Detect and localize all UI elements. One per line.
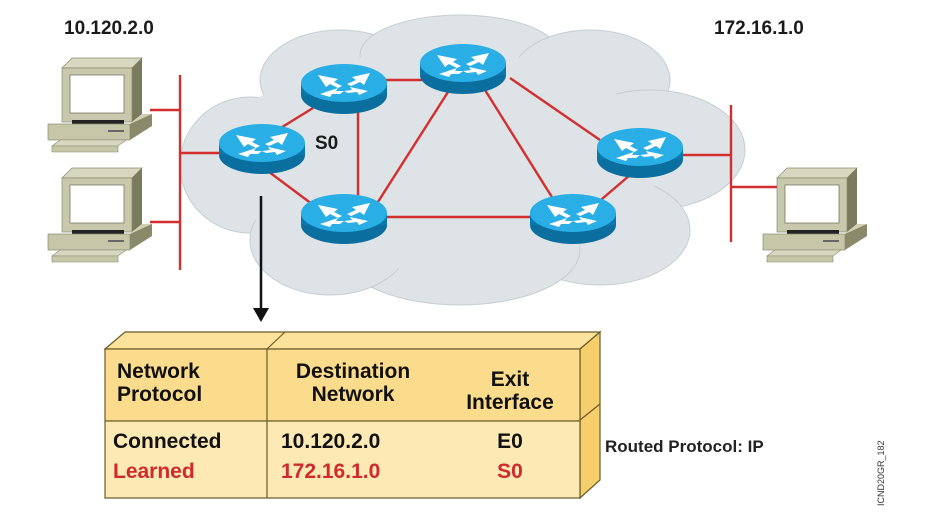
router-icon — [420, 44, 506, 94]
router-icon — [597, 128, 683, 178]
header-destination-line2: Network — [311, 383, 395, 406]
interface-label-s0: S0 — [315, 133, 339, 154]
router-icon — [530, 194, 616, 244]
routing-table-box — [103, 330, 602, 500]
network-label-right: 172.16.1.0 — [714, 18, 804, 39]
header-exit: Exit Interface — [444, 368, 576, 414]
row-connected-exit: E0 — [497, 430, 523, 453]
row-learned-destination: 172.16.1.0 — [281, 460, 381, 483]
routed-protocol-label: Routed Protocol: IP — [605, 437, 764, 456]
header-exit-line2: Interface — [466, 391, 554, 414]
computer-icon — [762, 167, 868, 263]
header-destination: Destination Network — [272, 360, 434, 406]
figure-id: ICND20GR_182 — [876, 440, 886, 506]
header-protocol: Network Protocol — [117, 360, 202, 406]
header-protocol-line2: Protocol — [117, 383, 203, 406]
header-exit-line1: Exit — [490, 368, 530, 391]
network-label-left: 10.120.2.0 — [64, 18, 154, 39]
row-connected-destination: 10.120.2.0 — [281, 430, 381, 453]
router-icon — [301, 64, 387, 114]
row-connected-protocol: Connected — [113, 430, 222, 453]
row-learned-exit: S0 — [497, 460, 523, 483]
router-icon — [301, 194, 387, 244]
computer-icon — [47, 167, 153, 263]
router-icon — [219, 124, 305, 174]
header-protocol-line1: Network — [117, 360, 200, 383]
row-learned-protocol: Learned — [113, 460, 195, 483]
header-destination-line1: Destination — [295, 360, 411, 383]
computer-icon — [47, 57, 153, 153]
arrow-down-icon — [253, 196, 269, 322]
